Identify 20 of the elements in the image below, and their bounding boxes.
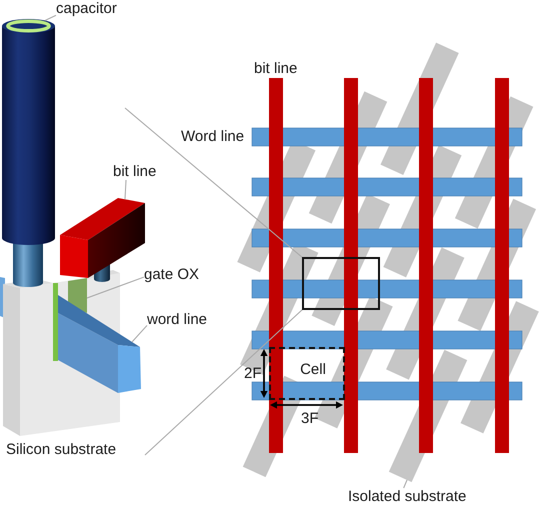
part-label: Silicon substrate xyxy=(6,441,116,458)
part-label: word line xyxy=(147,311,208,328)
word-line-beam xyxy=(58,295,141,393)
capacitor-cylinder xyxy=(2,19,55,245)
leader-line xyxy=(124,180,126,200)
part-label: bit line xyxy=(113,163,156,180)
leader-line xyxy=(403,480,408,488)
leader-line xyxy=(132,324,148,342)
dimension-label: 2F xyxy=(244,365,262,382)
part-label: Isolated substrate xyxy=(348,488,466,505)
gate-oxide-layer xyxy=(53,278,87,361)
leader-line xyxy=(44,14,56,21)
line-label: Word line xyxy=(181,128,244,145)
part-label: gate OX xyxy=(144,266,200,283)
dimension-label: 3F xyxy=(301,410,319,427)
part-label: capacitor xyxy=(56,0,117,17)
line-label: bit line xyxy=(254,60,298,77)
bit-line-block xyxy=(60,198,145,278)
cell-label: Cell xyxy=(300,361,326,378)
leader-line xyxy=(86,276,144,298)
